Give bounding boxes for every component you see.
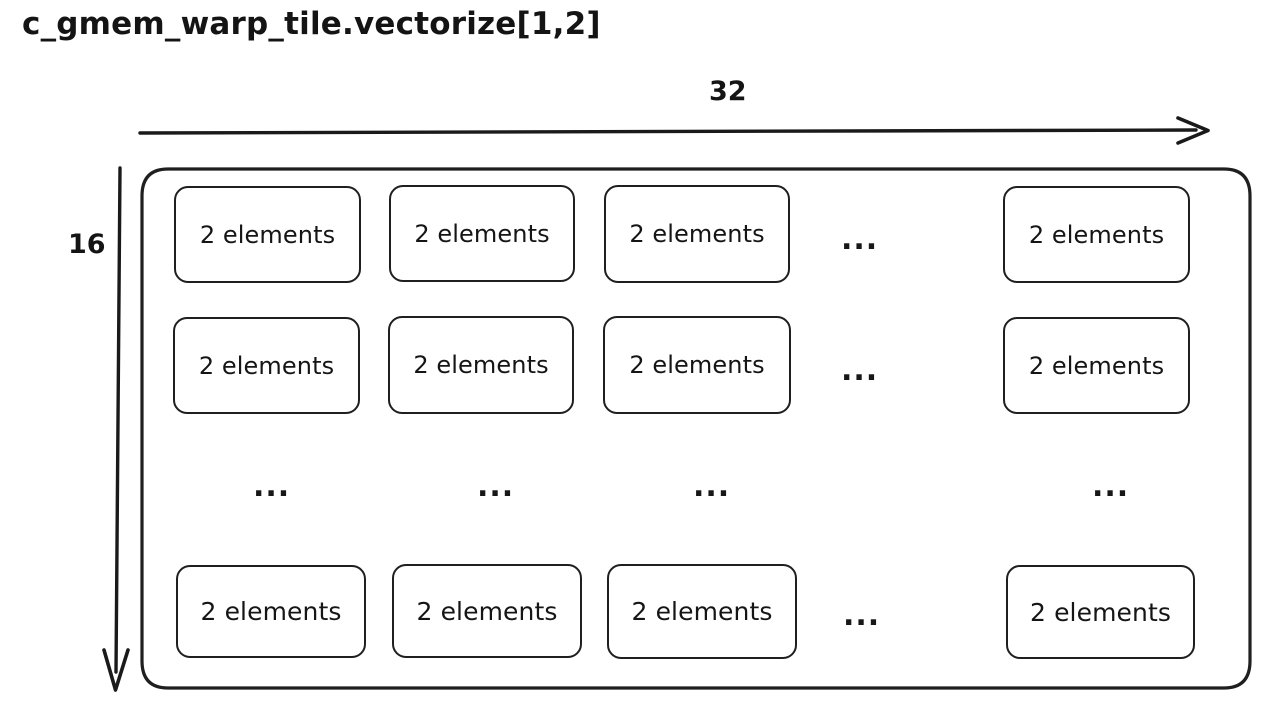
tile-cell[interactable]: 2 elements [603,316,791,414]
tile-cell-label: 2 elements [1028,351,1165,380]
tile-column-ellipsis: ... [477,469,515,504]
tile-row-ellipsis: ... [841,222,879,257]
tile-cell-label: 2 elements [414,219,550,248]
tile-row-ellipsis: ... [843,598,881,633]
tile-cell[interactable]: 2 elements [607,564,797,659]
rows-dimension-label: 16 [68,229,106,260]
tile-cell[interactable]: 2 elements [174,186,361,283]
tile-cell[interactable]: 2 elements [388,316,574,414]
tile-cell-label: 2 elements [629,351,765,379]
tile-cell-label: 2 elements [416,596,558,626]
tile-column-ellipsis: ... [253,469,291,504]
tile-cell[interactable]: 2 elements [1006,565,1195,659]
tile-cell[interactable]: 2 elements [392,564,582,658]
tile-column-ellipsis: ... [693,469,731,504]
tile-cell[interactable]: 2 elements [1003,186,1190,283]
tile-cell-label: 2 elements [629,220,765,248]
tile-cell-label: 2 elements [1030,597,1171,627]
page-title: c_gmem_warp_tile.vectorize[1,2] [22,6,601,42]
tile-cell-label: 2 elements [200,597,342,626]
columns-dimension-label: 32 [709,76,747,107]
tile-cell-label: 2 elements [198,351,335,380]
tile-cell[interactable]: 2 elements [1003,317,1190,414]
tile-cell-label: 2 elements [199,220,336,249]
tile-column-ellipsis: ... [1092,469,1130,504]
tile-cell[interactable]: 2 elements [604,185,790,283]
tile-cell-label: 2 elements [1028,220,1165,249]
tile-cell-label: 2 elements [413,351,549,379]
tile-cell[interactable]: 2 elements [389,185,575,282]
tile-cell[interactable]: 2 elements [176,565,366,658]
tile-row-ellipsis: ... [841,353,879,388]
tile-cell[interactable]: 2 elements [173,317,360,414]
tile-cell-label: 2 elements [631,597,773,626]
